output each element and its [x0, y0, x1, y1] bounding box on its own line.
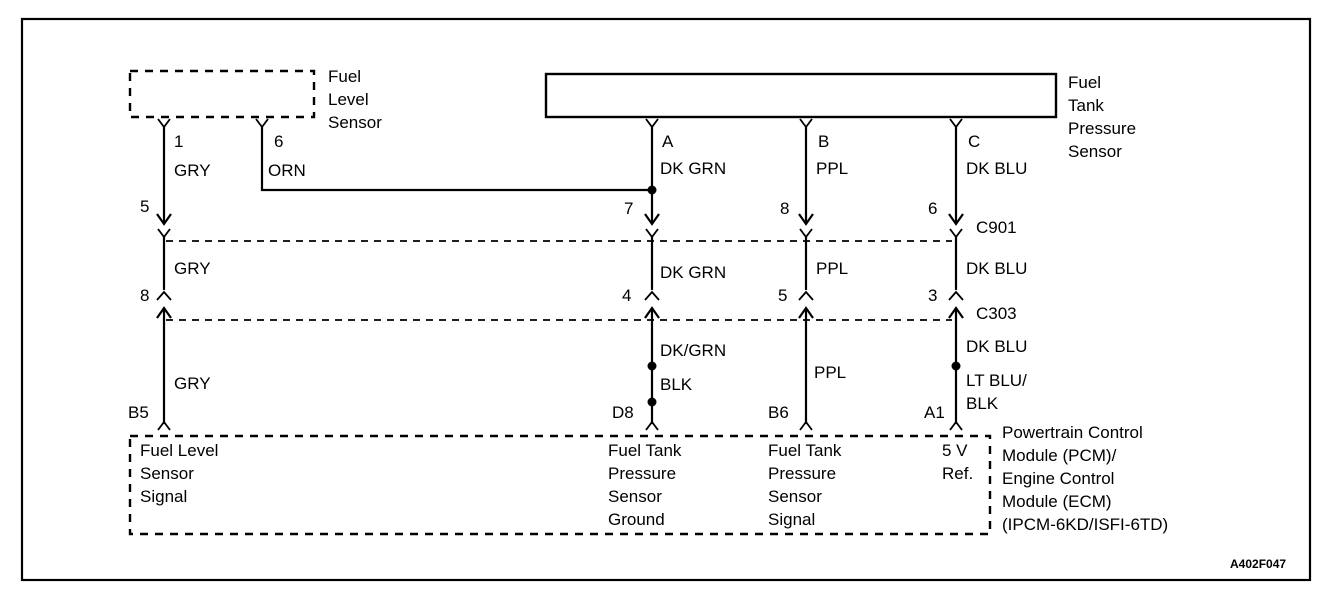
ppl-sensor-pin: B — [818, 132, 829, 151]
dkblu-pcm-pin: A1 — [924, 403, 945, 422]
c303-label: C303 — [976, 304, 1017, 323]
dkblu-wire-upper: DK BLU — [966, 159, 1027, 178]
dkgrn-wire-lower-2: BLK — [660, 375, 693, 394]
dkgrn-wire-lower-1: DK/GRN — [660, 341, 726, 360]
diagram-frame — [20, 17, 1312, 582]
dkgrn-function-2: Pressure — [608, 464, 676, 483]
orn-circuit — [255, 118, 652, 192]
gry-function-1: Fuel Level — [140, 441, 218, 460]
dkgrn-circuit — [644, 118, 660, 431]
ppl-function-3: Sensor — [768, 487, 822, 506]
fuel-tank-pressure-sensor-box — [544, 72, 1058, 119]
dkgrn-wire-upper: DK GRN — [660, 159, 726, 178]
ppl-circuit — [798, 118, 814, 431]
gry-function-2: Sensor — [140, 464, 194, 483]
gry-c303-pin: 8 — [140, 286, 149, 305]
ftp-sensor-label-4: Sensor — [1068, 142, 1122, 161]
fuel-level-sensor-label-3: Sensor — [328, 113, 382, 132]
ppl-wire-middle: PPL — [816, 259, 848, 278]
pcm-label-4: Module (ECM) — [1002, 492, 1112, 511]
dkblu-wire-lower-3: BLK — [966, 394, 999, 413]
c901-label: C901 — [976, 218, 1017, 237]
dkgrn-wire-middle: DK GRN — [660, 263, 726, 282]
orn-sensor-pin: 6 — [274, 132, 283, 151]
dkblu-function-2: Ref. — [942, 464, 973, 483]
ppl-function-2: Pressure — [768, 464, 836, 483]
dkblu-wire-lower-2: LT BLU/ — [966, 371, 1027, 390]
ppl-wire-upper: PPL — [816, 159, 848, 178]
dkgrn-function-4: Ground — [608, 510, 665, 529]
gry-pcm-pin: B5 — [128, 403, 149, 422]
dkblu-wire-middle: DK BLU — [966, 259, 1027, 278]
pcm-label-5: (IPCM-6KD/ISFI-6TD) — [1002, 515, 1168, 534]
gry-wire-middle: GRY — [174, 259, 211, 278]
ftp-sensor-label-1: Fuel — [1068, 73, 1101, 92]
ftp-sensor-label-2: Tank — [1068, 96, 1104, 115]
gry-circuit — [156, 118, 172, 431]
dkgrn-c901-pin: 7 — [624, 199, 633, 218]
dkgrn-function-3: Sensor — [608, 487, 662, 506]
fuel-level-sensor-box — [128, 69, 316, 119]
dkblu-wire-lower-1: DK BLU — [966, 337, 1027, 356]
orn-wire: ORN — [268, 161, 306, 180]
dkblu-c901-pin: 6 — [928, 199, 937, 218]
gry-c901-pin: 5 — [140, 197, 149, 216]
gry-wire-lower: GRY — [174, 374, 211, 393]
pcm-label-2: Module (PCM)/ — [1002, 446, 1117, 465]
dkblu-circuit — [948, 118, 964, 431]
ppl-c901-pin: 8 — [780, 199, 789, 218]
ppl-c303-pin: 5 — [778, 286, 787, 305]
ppl-function-1: Fuel Tank — [768, 441, 842, 460]
ppl-wire-lower: PPL — [814, 363, 846, 382]
ftp-sensor-label-3: Pressure — [1068, 119, 1136, 138]
figure-id: A402F047 — [1230, 557, 1286, 571]
dkblu-sensor-pin: C — [968, 132, 980, 151]
dkblu-c303-pin: 3 — [928, 286, 937, 305]
fuel-level-sensor-label-2: Level — [328, 90, 369, 109]
ppl-function-4: Signal — [768, 510, 815, 529]
dkblu-function-1: 5 V — [942, 441, 968, 460]
pcm-box — [128, 434, 992, 536]
gry-function-3: Signal — [140, 487, 187, 506]
gry-wire-upper: GRY — [174, 161, 211, 180]
fuel-level-sensor-label-1: Fuel — [328, 67, 361, 86]
pcm-label-1: Powertrain Control — [1002, 423, 1143, 442]
gry-sensor-pin: 1 — [174, 132, 183, 151]
dkgrn-c303-pin: 4 — [622, 286, 631, 305]
ppl-pcm-pin: B6 — [768, 403, 789, 422]
dkgrn-pcm-pin: D8 — [612, 403, 634, 422]
dkgrn-sensor-pin: A — [662, 132, 674, 151]
dkgrn-function-1: Fuel Tank — [608, 441, 682, 460]
pcm-label-3: Engine Control — [1002, 469, 1114, 488]
